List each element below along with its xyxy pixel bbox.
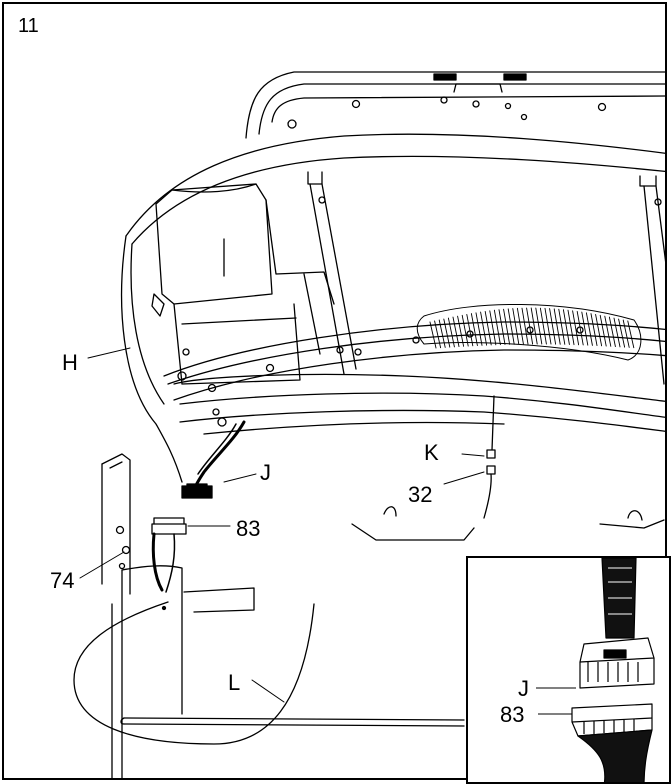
label-k: K <box>424 440 439 465</box>
vent-slot-line <box>503 308 511 345</box>
vent-slot-line <box>585 312 593 346</box>
vent-slot-line <box>553 308 561 345</box>
vent-slot-line <box>521 307 529 345</box>
vent-slot-line <box>567 309 575 346</box>
vent-slot-line <box>457 315 465 347</box>
vent-slot-line <box>622 319 630 348</box>
vent-slot-line <box>489 310 497 346</box>
inset-label-j: J <box>518 676 529 701</box>
label-83: 83 <box>236 516 261 541</box>
inset-cable-83 <box>577 729 653 782</box>
vent-slot-line <box>599 314 607 347</box>
label-h: H <box>62 350 78 375</box>
vent-slot-line <box>484 310 492 346</box>
vent-slot-line <box>452 316 460 348</box>
base-frame <box>163 321 665 541</box>
label-l: L <box>228 670 241 695</box>
upright-frame-h <box>120 133 665 483</box>
vent-slot-line <box>613 317 621 348</box>
vent-slot-line <box>429 321 437 349</box>
inset-connector-j <box>579 637 655 689</box>
vent-slot-line <box>604 315 612 347</box>
wire-83 <box>151 517 187 593</box>
wire-j <box>181 420 246 499</box>
vent-slot-line <box>447 317 455 348</box>
upright-front <box>111 565 255 778</box>
vent-slot-line <box>475 312 483 346</box>
wire-l <box>73 601 465 745</box>
vent-slot-line <box>466 313 474 347</box>
inset-label-83: 83 <box>500 702 525 727</box>
vent-slots <box>416 303 642 361</box>
vent-slot-line <box>558 308 566 345</box>
vent-slot-line <box>530 307 538 345</box>
vent-slot-line <box>461 314 469 347</box>
vent-slot-line <box>539 307 547 345</box>
vent-slot-line <box>512 308 520 345</box>
connector-detail-drawing <box>536 558 655 782</box>
vent-slot-line <box>498 309 506 345</box>
vent-slot-line <box>581 311 589 346</box>
vent-slot-line <box>480 311 488 346</box>
vent-slot-line <box>590 313 598 347</box>
vent-slot-line <box>535 307 543 345</box>
upright-tube-74 <box>101 453 131 595</box>
vent-slot-line <box>470 313 478 347</box>
vent-slot-line <box>507 308 515 345</box>
vent-slot-line <box>595 313 603 347</box>
vent-lines <box>429 307 635 349</box>
vent-slot-line <box>526 307 534 345</box>
label-32: 32 <box>408 482 433 507</box>
motor-cover <box>151 183 335 427</box>
vent-slot-line <box>627 320 635 349</box>
vent-slot-line <box>576 310 584 346</box>
console-top <box>245 71 665 139</box>
vent-slot-line <box>549 308 557 345</box>
connector-detail-inset: J 83 <box>466 556 671 784</box>
assembly-drawing <box>73 71 665 778</box>
leader-lines <box>79 347 485 703</box>
vent-slot-line <box>618 318 626 348</box>
label-j: J <box>260 460 271 485</box>
vent-slot-line <box>562 309 570 345</box>
inset-cable-j <box>601 558 637 639</box>
vent-slot-line <box>608 316 616 348</box>
vent-slot-line <box>516 307 524 345</box>
wire-k <box>483 395 496 519</box>
vent-slot-line <box>544 307 552 345</box>
vent-slot-line <box>572 310 580 346</box>
label-74: 74 <box>50 568 75 593</box>
step-number: 11 <box>18 15 39 37</box>
vent-slot-line <box>493 309 501 346</box>
